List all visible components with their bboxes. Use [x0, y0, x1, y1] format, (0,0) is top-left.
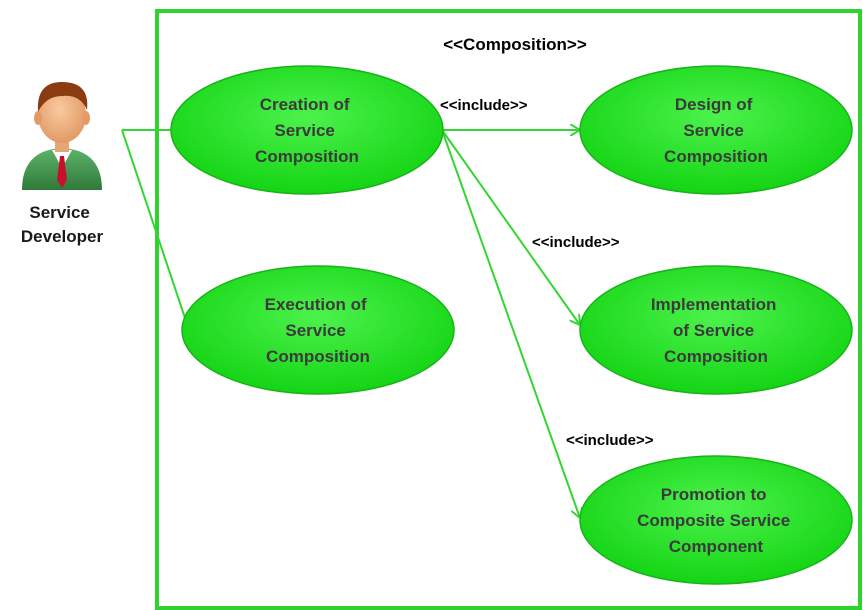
include-label-design: <<include>> — [440, 97, 528, 114]
include-arrow-promotion — [441, 129, 580, 518]
use-case-promotion-line-3: Component — [669, 537, 764, 556]
use-case-design-line-3: Composition — [664, 147, 768, 166]
boundary-title: <<Composition>> — [443, 35, 587, 54]
use-case-promotion-label: Promotion to Composite Service Component — [637, 485, 795, 556]
use-case-execution-line-3: Composition — [266, 347, 370, 366]
use-case-design-label: Design of Service Composition — [664, 95, 768, 166]
use-case-promotion[interactable]: Promotion to Composite Service Component — [579, 455, 853, 585]
use-case-creation-line-3: Composition — [255, 147, 359, 166]
use-case-execution-label: Execution of Service Composition — [265, 295, 372, 366]
use-case-promotion-line-1: Promotion to — [661, 485, 767, 504]
actor-label: Service Developer — [21, 203, 104, 246]
use-case-creation-label: Creation of Service Composition — [255, 95, 359, 166]
use-case-execution-line-2: Service — [285, 321, 346, 340]
actor-service-developer[interactable]: Service Developer — [21, 82, 104, 246]
use-case-creation-line-2: Service — [274, 121, 335, 140]
actor-label-line-1: Service — [29, 203, 90, 222]
use-case-design-line-1: Design of — [675, 95, 753, 114]
use-case-execution[interactable]: Execution of Service Composition — [181, 265, 455, 395]
use-case-implementation-line-3: Composition — [664, 347, 768, 366]
use-case-implementation-line-2: of Service — [673, 321, 754, 340]
use-case-implementation-label: Implementation of Service Composition — [651, 295, 781, 366]
use-case-implementation-line-1: Implementation — [651, 295, 777, 314]
use-case-design-line-2: Service — [683, 121, 744, 140]
use-case-execution-line-1: Execution of — [265, 295, 367, 314]
use-case-implementation[interactable]: Implementation of Service Composition — [579, 265, 853, 395]
include-label-implementation: <<include>> — [532, 234, 620, 251]
include-arrow-implementation — [441, 129, 580, 325]
person-icon — [22, 82, 102, 190]
use-case-creation-line-1: Creation of — [260, 95, 350, 114]
association-execution — [121, 129, 186, 319]
actor-label-line-2: Developer — [21, 227, 104, 246]
use-case-design[interactable]: Design of Service Composition — [579, 65, 853, 195]
use-case-promotion-line-2: Composite Service — [637, 511, 790, 530]
include-label-promotion: <<include>> — [566, 432, 654, 449]
use-case-creation[interactable]: Creation of Service Composition — [170, 65, 444, 195]
